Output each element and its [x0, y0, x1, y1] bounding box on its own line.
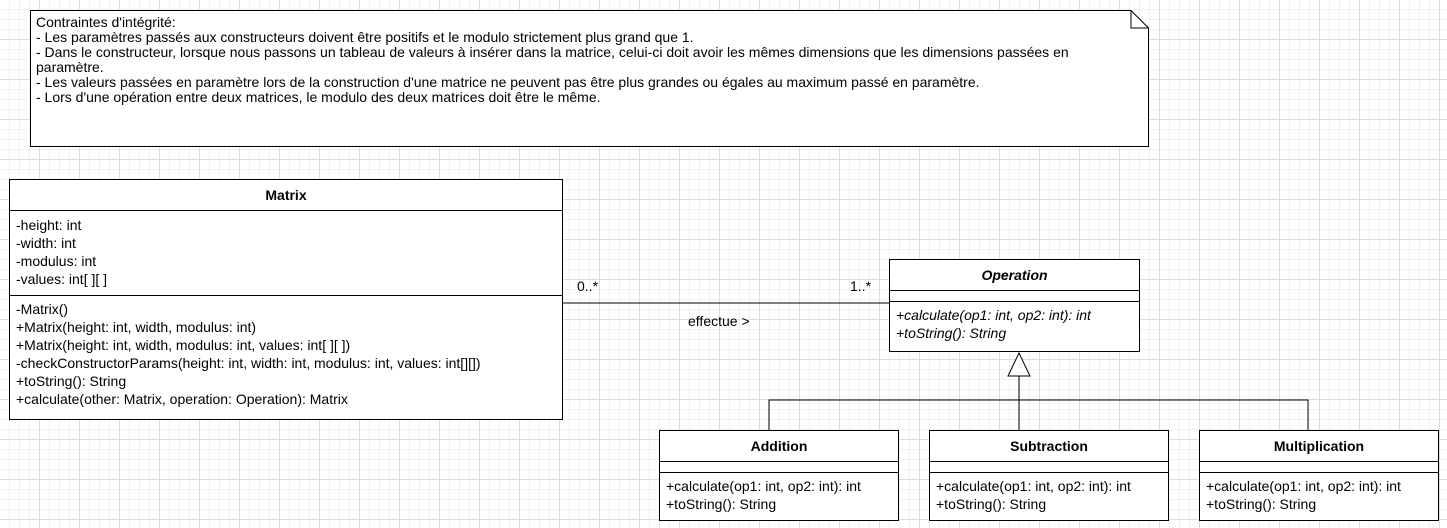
attributes-section: [1200, 462, 1438, 473]
integrity-constraints-note[interactable]: Contraintes d'intégrité: - Les paramètre…: [30, 10, 1149, 147]
method: +calculate(op1: int, op2: int): int: [1206, 478, 1401, 494]
methods-section: +calculate(op1: int, op2: int): int +toS…: [1200, 473, 1438, 515]
note-title: Contraintes d'intégrité:: [36, 14, 176, 30]
methods-section: -Matrix() +Matrix(height: int, width, mo…: [10, 296, 562, 410]
class-name: Operation: [890, 260, 1139, 291]
method: +calculate(other: Matrix, operation: Ope…: [16, 391, 348, 407]
class-name: Matrix: [10, 180, 562, 211]
generalization-line-multiplication: [1019, 399, 1309, 430]
attributes-section: -height: int -width: int -modulus: int -…: [10, 211, 562, 296]
attributes-section: [890, 291, 1139, 302]
class-name: Multiplication: [1200, 431, 1438, 462]
class-matrix[interactable]: Matrix -height: int -width: int -modulus…: [9, 179, 563, 420]
generalization-line-addition: [768, 399, 1019, 430]
class-name: Addition: [660, 431, 898, 462]
method: +toString(): String: [1206, 496, 1317, 512]
right-multiplicity: 1..*: [850, 278, 872, 294]
note-text: Contraintes d'intégrité: - Les paramètre…: [36, 15, 1136, 105]
left-multiplicity: 0..*: [577, 278, 599, 294]
attribute: -width: int: [16, 235, 76, 251]
note-line: - Les valeurs passées en paramètre lors …: [36, 74, 980, 90]
class-operation[interactable]: Operation +calculate(op1: int, op2: int)…: [889, 259, 1140, 352]
method: +toString(): String: [666, 496, 777, 512]
class-name: Subtraction: [930, 431, 1168, 462]
note-line: - Dans le constructeur, lorsque nous pas…: [36, 44, 1069, 75]
method: +calculate(op1: int, op2: int): int: [666, 478, 861, 494]
method: +calculate(op1: int, op2: int): int: [936, 478, 1131, 494]
attribute: -modulus: int: [16, 253, 97, 269]
note-line: - Les paramètres passés aux constructeur…: [36, 29, 694, 45]
attributes-section: [660, 462, 898, 473]
class-addition[interactable]: Addition +calculate(op1: int, op2: int):…: [659, 430, 899, 521]
class-subtraction[interactable]: Subtraction +calculate(op1: int, op2: in…: [929, 430, 1169, 521]
association-label: effectue >: [688, 313, 750, 329]
class-multiplication[interactable]: Multiplication +calculate(op1: int, op2:…: [1199, 430, 1439, 521]
method: +Matrix(height: int, width, modulus: int…: [16, 319, 257, 335]
attributes-section: [930, 462, 1168, 473]
note-line: - Lors d'une opération entre deux matric…: [36, 89, 601, 105]
method: -Matrix(): [16, 301, 69, 317]
method: +toString(): String: [16, 373, 127, 389]
method: -checkConstructorParams(height: int, wid…: [16, 355, 481, 371]
method: +Matrix(height: int, width, modulus: int…: [16, 337, 351, 353]
methods-section: +calculate(op1: int, op2: int): int +toS…: [890, 302, 1139, 344]
attribute: -values: int[ ][ ]: [16, 271, 108, 287]
note-shape: [30, 10, 1149, 147]
attribute: -height: int: [16, 217, 82, 233]
methods-section: +calculate(op1: int, op2: int): int +toS…: [930, 473, 1168, 515]
method: +toString(): String: [936, 496, 1047, 512]
method: +calculate(op1: int, op2: int): int: [896, 307, 1091, 323]
method: +toString(): String: [896, 325, 1007, 341]
inheritance-arrow-icon: [1007, 351, 1031, 377]
methods-section: +calculate(op1: int, op2: int): int +toS…: [660, 473, 898, 515]
